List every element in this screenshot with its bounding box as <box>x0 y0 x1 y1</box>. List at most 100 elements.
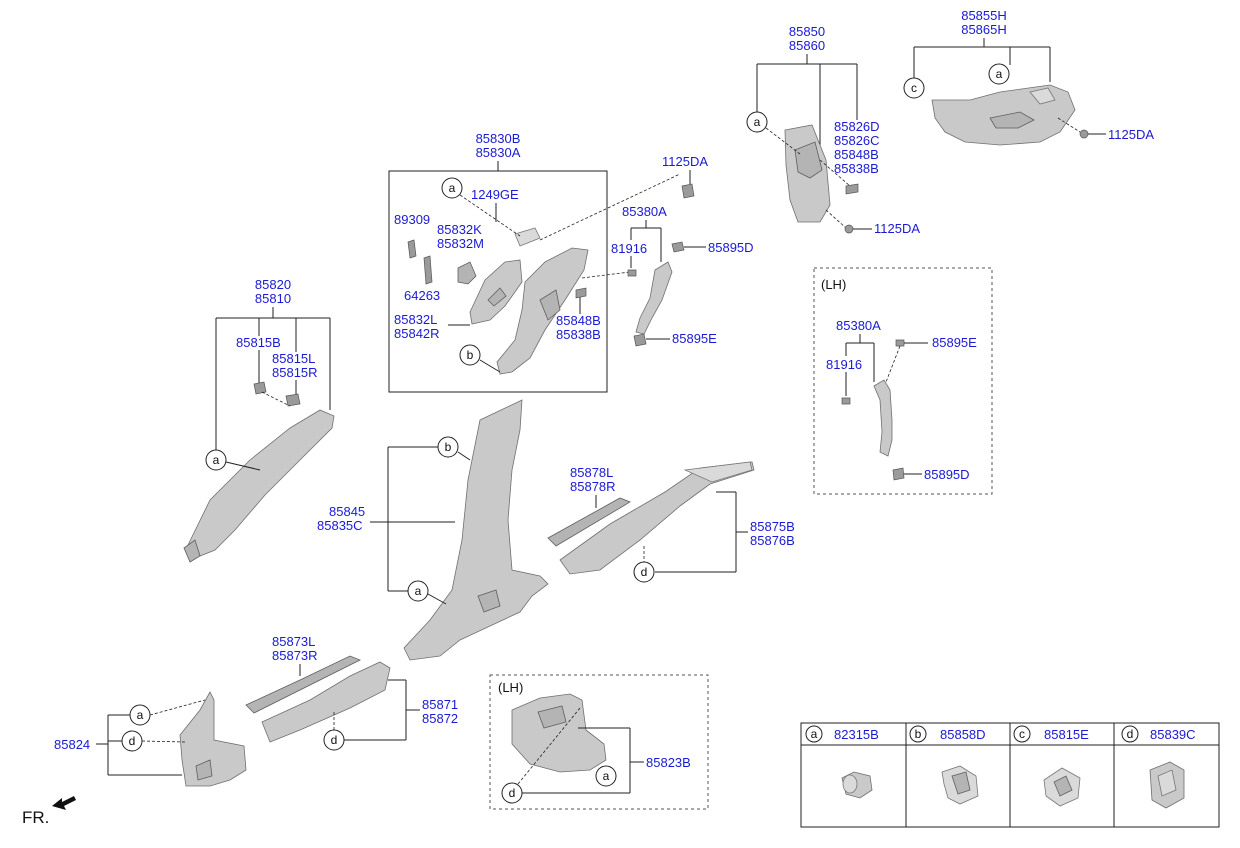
callout-a: a <box>415 584 422 598</box>
label-85830A[interactable]: 85830A <box>476 145 521 160</box>
center-pillar-lower-part <box>403 399 549 661</box>
legend-d-part[interactable]: 85839C <box>1150 727 1196 742</box>
clip-82315B-icon <box>841 771 873 799</box>
label-89309[interactable]: 89309 <box>394 212 430 227</box>
legend-c-part[interactable]: 85815E <box>1044 727 1089 742</box>
label-85865H[interactable]: 85865H <box>961 22 1007 37</box>
legend-a-part[interactable]: 82315B <box>834 727 879 742</box>
lh-kick-box <box>489 674 709 810</box>
lh-tag-handle: (LH) <box>821 277 846 292</box>
lh-kick-panel-part <box>511 693 607 773</box>
callout-d: d <box>129 734 136 748</box>
label-85876B[interactable]: 85876B <box>750 533 795 548</box>
center-pillar-trim-part <box>496 247 589 375</box>
label-85842R[interactable]: 85842R <box>394 326 440 341</box>
legend-d-letter: d <box>1127 727 1134 741</box>
lh-handle-box-group: (LH) 85380A 81916 85895E 85895D <box>813 267 993 495</box>
label-85815L[interactable]: 85815L <box>272 351 315 366</box>
lh-tag-kick: (LH) <box>498 680 523 695</box>
label-1125DA-mid[interactable]: 1125DA <box>874 221 920 236</box>
callout-a: a <box>603 769 610 783</box>
label-85838B[interactable]: 85838B <box>556 327 601 342</box>
label-85875B[interactable]: 85875B <box>750 519 795 534</box>
label-1125DA-right[interactable]: 1125DA <box>1108 127 1154 142</box>
lh-kick-box-group: (LH) 85823B a d <box>489 674 709 810</box>
label-85850[interactable]: 85850 <box>789 24 825 39</box>
callout-b: b <box>445 440 452 454</box>
label-64263[interactable]: 64263 <box>404 288 440 303</box>
legend-a-letter: a <box>811 727 818 741</box>
quarter-trim-upper-group: 85850 85860 85826D 85826C 85848B 85838B … <box>746 24 920 236</box>
assist-handle-group: 85380A 81916 85895D 85895E <box>611 204 754 347</box>
label-81916[interactable]: 81916 <box>611 241 647 256</box>
callout-d: d <box>509 786 516 800</box>
label-lh-81916[interactable]: 81916 <box>826 357 862 372</box>
clip-85839C-icon <box>1149 761 1185 809</box>
rear-scuff-group: 85878L 85878R 85875B 85876B d <box>547 461 795 583</box>
callout-a: a <box>137 708 144 722</box>
label-85824[interactable]: 85824 <box>54 737 90 752</box>
label-85873R[interactable]: 85873R <box>272 648 318 663</box>
callout-a: a <box>213 453 220 467</box>
label-85832L[interactable]: 85832L <box>394 312 437 327</box>
center-pillar-box <box>388 170 608 393</box>
legend-b-letter: b <box>915 727 922 741</box>
label-85848B[interactable]: 85848B <box>556 313 601 328</box>
front-pillar-group: 85820 85810 85815B 85815L 85815R a <box>183 277 335 563</box>
label-85855H[interactable]: 85855H <box>961 8 1007 23</box>
front-arrow-icon <box>52 796 76 810</box>
label-lh-85895E[interactable]: 85895E <box>932 335 977 350</box>
label-85895E[interactable]: 85895E <box>672 331 717 346</box>
label-85838B-upper[interactable]: 85838B <box>834 161 879 176</box>
label-85810[interactable]: 85810 <box>255 291 291 306</box>
center-pillar-lower-group: 85845 85835C b a <box>317 399 549 661</box>
label-lh-85895D[interactable]: 85895D <box>924 467 970 482</box>
label-85832K[interactable]: 85832K <box>437 222 482 237</box>
label-85830B[interactable]: 85830B <box>476 131 521 146</box>
rear-scuff-part <box>559 461 755 575</box>
callout-a: a <box>996 67 1003 81</box>
label-85820[interactable]: 85820 <box>255 277 291 292</box>
label-85895D[interactable]: 85895D <box>708 240 754 255</box>
legend-c-letter: c <box>1019 727 1025 741</box>
label-1125DA-top[interactable]: 1125DA <box>662 154 708 169</box>
kick-panel-group: 85824 a d <box>54 691 247 787</box>
front-scuff-group: 85873L 85873R 85871 85872 d <box>245 634 458 751</box>
fastener-legend-table: a 82315B b 85858D c 85815E d 85839C <box>800 722 1220 828</box>
lh-assist-handle-part <box>873 379 893 457</box>
label-85873L[interactable]: 85873L <box>272 634 315 649</box>
label-85860[interactable]: 85860 <box>789 38 825 53</box>
label-85832M[interactable]: 85832M <box>437 236 484 251</box>
label-1249GE[interactable]: 1249GE <box>471 187 519 202</box>
label-85871[interactable]: 85871 <box>422 697 458 712</box>
label-85878R[interactable]: 85878R <box>570 479 616 494</box>
front-scuff-part <box>261 661 391 743</box>
label-85826D[interactable]: 85826D <box>834 119 880 134</box>
label-lh-85380A[interactable]: 85380A <box>836 318 881 333</box>
callout-d: d <box>331 733 338 747</box>
label-85826C[interactable]: 85826C <box>834 133 880 148</box>
callout-b: b <box>467 348 474 362</box>
label-85848B-upper[interactable]: 85848B <box>834 147 879 162</box>
label-85845[interactable]: 85845 <box>329 504 365 519</box>
rear-trim-group: 85855H 85865H 1125DA c a <box>903 8 1154 146</box>
center-pillar-box-group: 85830B 85830A 1249GE 89309 85832K 85832M… <box>388 131 681 393</box>
kick-panel-part <box>179 691 247 787</box>
label-85815B[interactable]: 85815B <box>236 335 281 350</box>
label-85872[interactable]: 85872 <box>422 711 458 726</box>
bolt-1125DA-top-group: 1125DA <box>662 154 708 199</box>
front-label: FR. <box>22 808 49 827</box>
label-85878L[interactable]: 85878L <box>570 465 613 480</box>
label-85823B[interactable]: 85823B <box>646 755 691 770</box>
clip-85858D-icon <box>941 765 979 805</box>
callout-a: a <box>449 181 456 195</box>
legend-b-part[interactable]: 85858D <box>940 727 986 742</box>
label-85815R[interactable]: 85815R <box>272 365 318 380</box>
lh-handle-box <box>813 267 993 495</box>
callout-c: c <box>911 81 917 95</box>
label-85380A[interactable]: 85380A <box>622 204 667 219</box>
callout-a: a <box>754 115 761 129</box>
strip-85878-part <box>547 497 631 547</box>
label-85835C[interactable]: 85835C <box>317 518 363 533</box>
